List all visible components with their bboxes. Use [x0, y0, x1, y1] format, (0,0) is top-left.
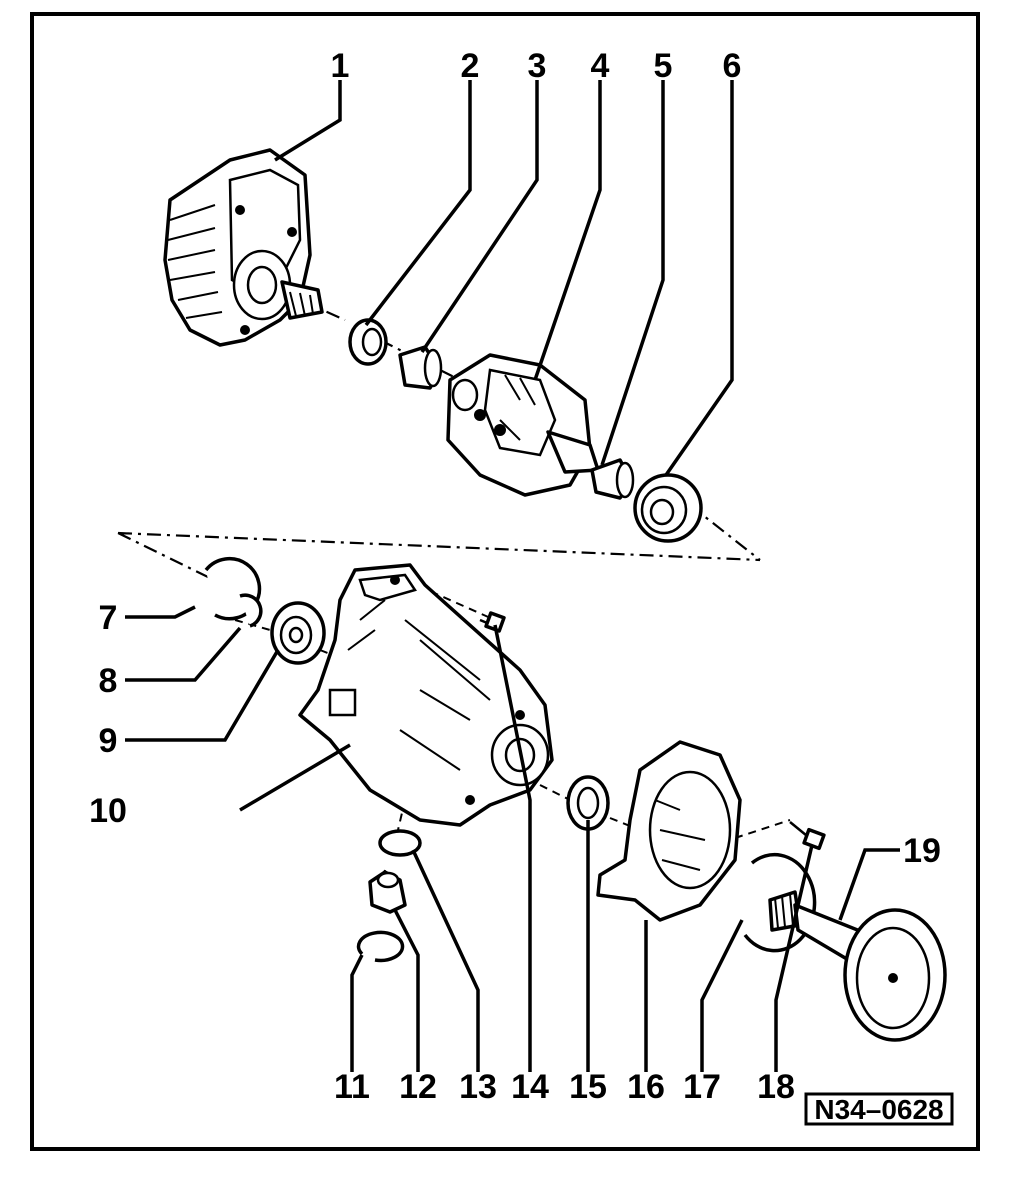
figure-code-box: N34–0628	[804, 1092, 954, 1126]
part-11-circlip	[356, 930, 405, 963]
callout-13: 13	[459, 1068, 497, 1106]
callout-3: 3	[528, 47, 547, 85]
part-12-plug	[368, 870, 407, 914]
leader-lines	[125, 80, 900, 1072]
callout-15: 15	[569, 1068, 607, 1106]
part-14-bolt	[479, 611, 506, 633]
callout-9: 9	[99, 722, 118, 760]
part-1-gearbox-housing	[163, 148, 324, 347]
part-19-flange-shaft	[768, 890, 947, 1042]
callout-17: 17	[683, 1068, 721, 1106]
part-2-ring	[348, 318, 388, 366]
callout-1: 1	[331, 47, 350, 85]
callout-8: 8	[99, 662, 118, 700]
part-18-bolt	[789, 821, 826, 851]
callout-2: 2	[461, 47, 480, 85]
diagram-frame	[30, 12, 980, 1151]
part-8-circlip	[239, 593, 263, 628]
part-5-bearing-race	[590, 458, 635, 500]
callout-10: 10	[89, 792, 127, 830]
part-13-o-ring	[378, 829, 422, 857]
callout-18: 18	[757, 1068, 795, 1106]
part-9-ball-bearing	[270, 601, 326, 665]
part-3-bearing-race	[398, 345, 443, 390]
part-16-cover	[596, 740, 742, 922]
axis-line-sweep	[117, 531, 761, 579]
figure-code: N34–0628	[814, 1094, 943, 1125]
callout-12: 12	[399, 1068, 437, 1106]
callout-4: 4	[591, 47, 610, 85]
part-15-seal	[566, 775, 610, 831]
part-4-differential	[446, 353, 600, 497]
part-6-ball-bearing	[633, 473, 703, 543]
callout-5: 5	[654, 47, 673, 85]
callout-14: 14	[511, 1068, 549, 1106]
callout-6: 6	[723, 47, 742, 85]
callout-16: 16	[627, 1068, 665, 1106]
callout-7: 7	[99, 599, 118, 637]
callout-19: 19	[903, 832, 941, 870]
callout-11: 11	[334, 1068, 370, 1106]
